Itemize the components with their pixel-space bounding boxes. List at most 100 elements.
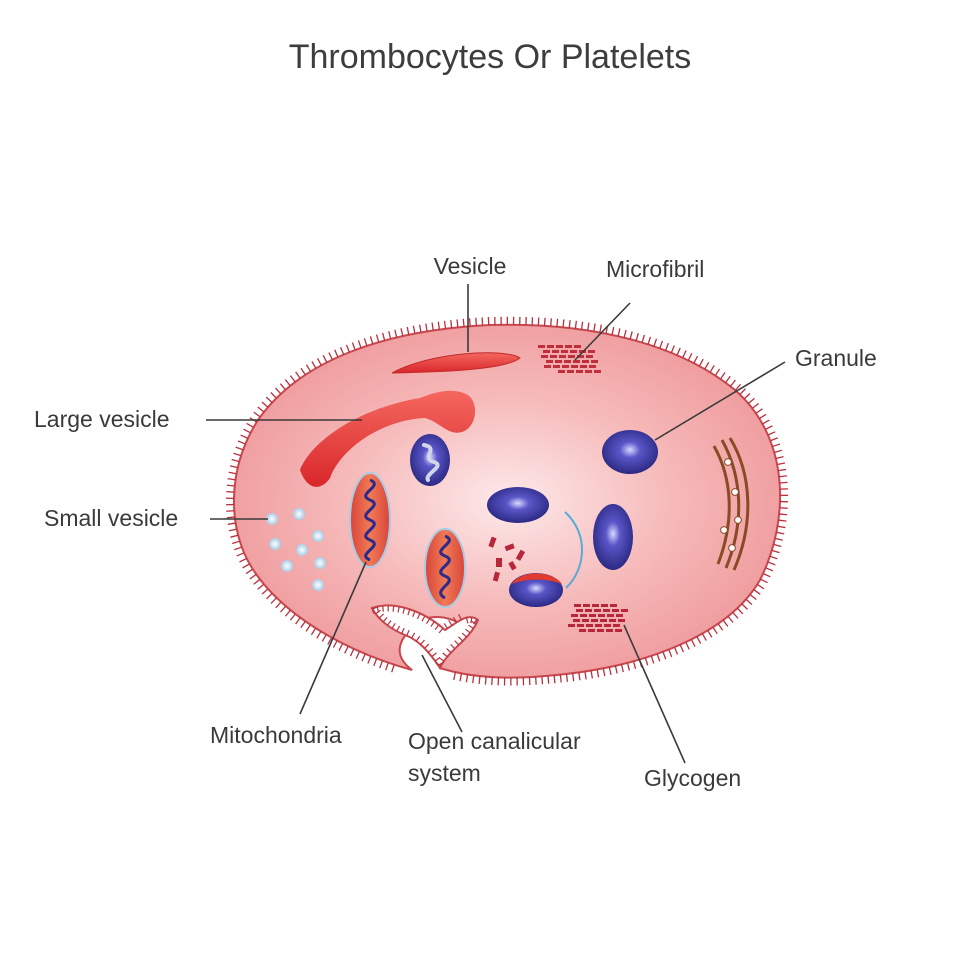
- canalicular-projection: [431, 652, 437, 658]
- membrane-projection: [437, 321, 441, 330]
- microfibril-segment: [577, 355, 584, 358]
- membrane-projection: [284, 379, 291, 387]
- membrane-projection: [732, 611, 739, 619]
- microfibril-segment: [591, 360, 598, 363]
- membrane-projection: [719, 372, 726, 380]
- membrane-projection: [690, 639, 696, 647]
- membrane-projection: [550, 318, 552, 327]
- glycogen-segment: [592, 604, 599, 607]
- membrane-projection: [243, 428, 251, 434]
- glycogen-segment: [588, 629, 595, 632]
- membrane-projection: [743, 392, 751, 400]
- membrane-projection: [745, 598, 753, 606]
- membrane-projection: [620, 664, 624, 673]
- membrane-projection: [279, 383, 287, 391]
- membrane-projection: [776, 462, 786, 466]
- membrane-projection: [774, 449, 783, 454]
- canalicular-projection: [427, 647, 434, 653]
- membrane-projection: [316, 358, 322, 366]
- membrane-projection: [662, 651, 667, 660]
- glycogen-segment: [604, 624, 611, 627]
- membrane-projection: [361, 653, 366, 662]
- membrane-projection: [714, 368, 721, 376]
- glycogen-segment: [571, 614, 578, 617]
- page-title: Thrombocytes Or Platelets: [288, 38, 692, 76]
- microfibril-segment: [580, 365, 587, 368]
- microfibril-segment: [585, 370, 592, 373]
- membrane-projection: [629, 331, 633, 340]
- membrane-projection: [650, 655, 655, 664]
- membrane-projection: [709, 365, 715, 373]
- membrane-projection: [245, 568, 254, 575]
- glycogen-segment: [609, 619, 616, 622]
- membrane-projection: [587, 322, 590, 331]
- glycogen-segment: [594, 609, 601, 612]
- glycogen-segment: [574, 604, 581, 607]
- membrane-projection: [453, 671, 457, 681]
- membrane-projection: [327, 637, 333, 645]
- membrane-projection: [779, 481, 788, 484]
- canalicular-projection: [424, 643, 430, 649]
- glycogen-segment: [577, 624, 584, 627]
- membrane-projections: [225, 316, 789, 686]
- canalicular-projection: [454, 640, 460, 646]
- membrane-projection: [777, 525, 786, 529]
- membrane-projection: [233, 452, 242, 457]
- membrane-projection: [465, 674, 469, 683]
- membrane-projection: [635, 332, 639, 342]
- membrane-projection: [310, 627, 317, 636]
- canalicular-projections: [371, 605, 478, 667]
- canalicular-projection: [461, 632, 467, 638]
- glycogen-segment: [589, 614, 596, 617]
- membrane-projection: [562, 319, 565, 328]
- membrane-projection: [275, 387, 282, 395]
- glycogen-segment: [618, 619, 625, 622]
- membrane-projection: [316, 631, 322, 639]
- membrane-projection: [226, 516, 235, 519]
- glycogen-segment: [580, 614, 587, 617]
- membrane-projection: [704, 361, 710, 370]
- membrane-projection: [385, 662, 389, 671]
- label-small-vesicle: Small vesicle: [44, 505, 178, 531]
- canalicular-projection: [465, 617, 469, 624]
- canalicular-projection: [442, 652, 448, 658]
- label-mitochondria: Mitochondria: [210, 722, 342, 748]
- membrane-projection: [261, 588, 269, 595]
- membrane-projection: [478, 675, 481, 685]
- canalicular-projection: [426, 618, 431, 625]
- glycogen-segment: [568, 624, 575, 627]
- large-vesicle: [300, 390, 476, 487]
- canalicular-projection: [392, 605, 395, 612]
- membrane-projection: [257, 406, 265, 413]
- membrane-projection: [266, 592, 273, 600]
- microfibril-segment: [576, 370, 583, 373]
- membrane-projection: [541, 676, 544, 685]
- membrane-projection: [644, 657, 649, 666]
- canalicular-projection: [452, 616, 458, 623]
- membrane-projection: [475, 317, 478, 326]
- membrane-projection: [253, 578, 261, 585]
- membrane-projection: [568, 320, 571, 329]
- membrane-projection: [443, 320, 447, 329]
- membrane-projection: [753, 589, 761, 595]
- glycogen-segment: [615, 629, 622, 632]
- membrane-projection: [647, 336, 652, 345]
- membrane-projection: [349, 648, 355, 657]
- leader-glycogen: [623, 624, 686, 764]
- microfibril-segment: [559, 355, 566, 358]
- membrane-projection: [687, 352, 693, 361]
- membrane-projection: [484, 676, 487, 685]
- leader-mitochondria: [299, 561, 367, 715]
- membrane-projection: [641, 334, 646, 343]
- membrane-projection: [623, 329, 627, 338]
- glycogen-segment: [600, 619, 607, 622]
- membrane-projection: [334, 349, 339, 358]
- canalicular-projection: [412, 610, 416, 617]
- membrane-projection: [425, 323, 428, 332]
- membrane-projection: [590, 670, 594, 679]
- glycogen-segment: [591, 619, 598, 622]
- glycogen-segment: [583, 604, 590, 607]
- vesicle: [391, 352, 521, 374]
- membrane-projection: [265, 396, 273, 404]
